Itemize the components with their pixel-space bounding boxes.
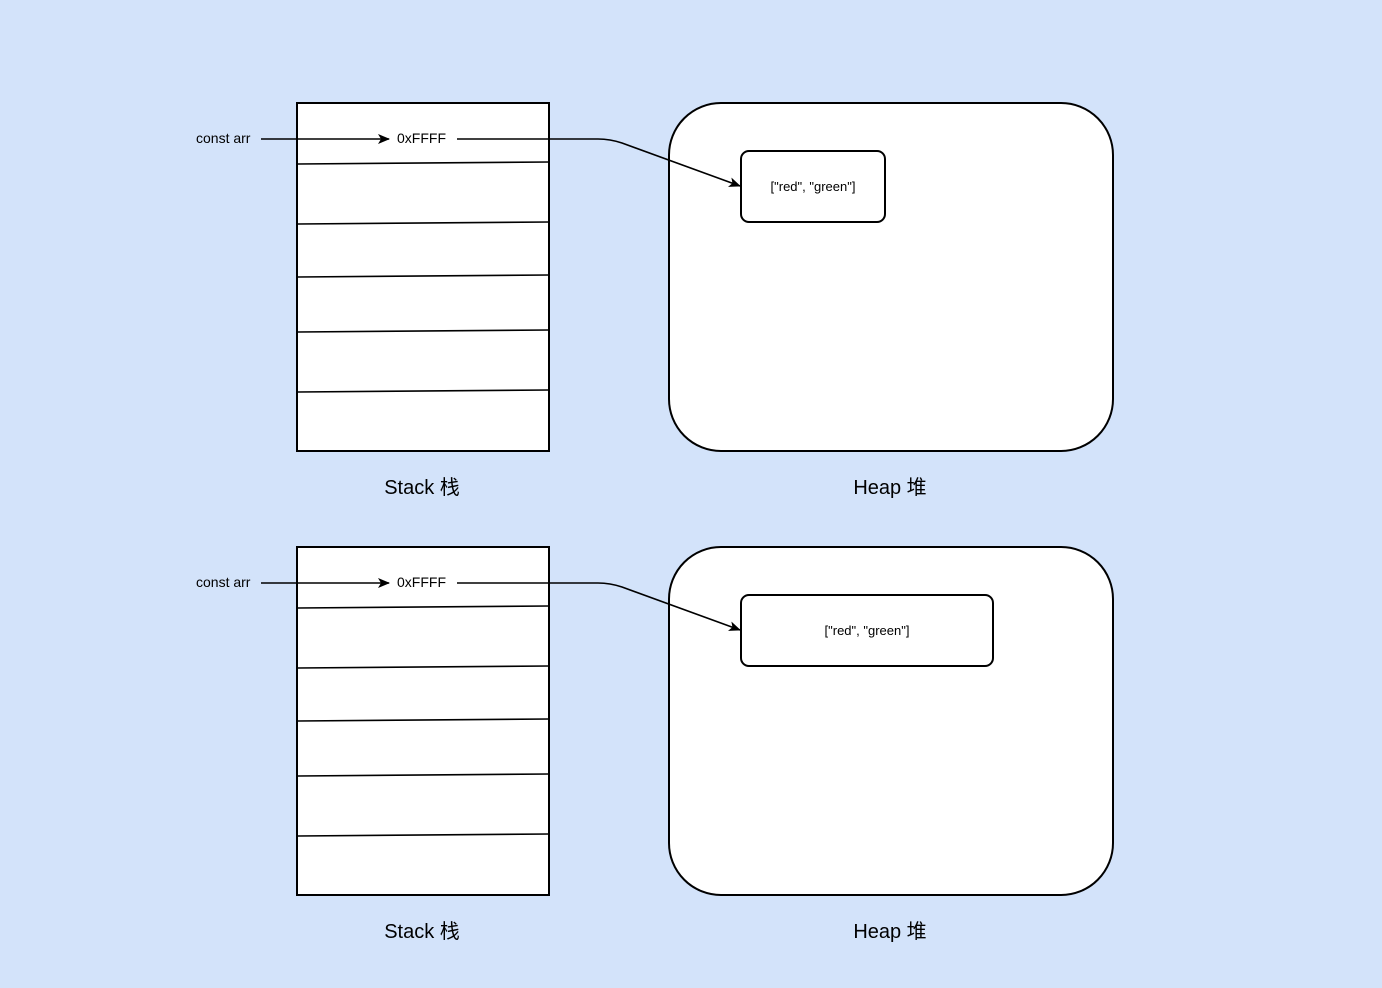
heap-label: Heap 堆 xyxy=(853,476,926,499)
stack-slot-divider xyxy=(297,773,550,777)
heap-object-box xyxy=(740,150,886,223)
stack-slot-divider xyxy=(297,274,550,278)
pointer-value: 0xFFFF xyxy=(397,574,446,590)
stack-slot-divider xyxy=(297,161,550,165)
stack-frame xyxy=(296,546,550,896)
stack-slot-divider xyxy=(297,833,550,837)
reference-arrow xyxy=(457,138,741,187)
stack-slot-divider xyxy=(297,221,550,225)
stack-slot-divider xyxy=(297,718,550,722)
stack-frame xyxy=(296,102,550,452)
stack-label: Stack 栈 xyxy=(384,920,460,943)
stack-slot-divider xyxy=(297,665,550,669)
stack-slot-divider xyxy=(297,389,550,393)
stack-slot-divider xyxy=(297,605,550,609)
variable-label: const arr xyxy=(196,130,251,146)
heap-object-value: ["red", "green"] xyxy=(825,623,910,638)
heap-object-value: ["red", "green"] xyxy=(771,179,856,194)
heap-box xyxy=(668,102,1114,452)
reference-arrow xyxy=(457,582,741,631)
pointer-value: 0xFFFF xyxy=(397,130,446,146)
heap-object-box xyxy=(740,594,994,667)
panel-bottom: const arr 0xFFFF ["red", "green"] Stack … xyxy=(196,546,1114,943)
stack-label: Stack 栈 xyxy=(384,476,460,499)
stack-slot-divider xyxy=(297,329,550,333)
heap-label: Heap 堆 xyxy=(853,920,926,943)
panel-top: const arr 0xFFFF ["red", "green"] Stack … xyxy=(196,102,1114,499)
variable-label: const arr xyxy=(196,574,251,590)
